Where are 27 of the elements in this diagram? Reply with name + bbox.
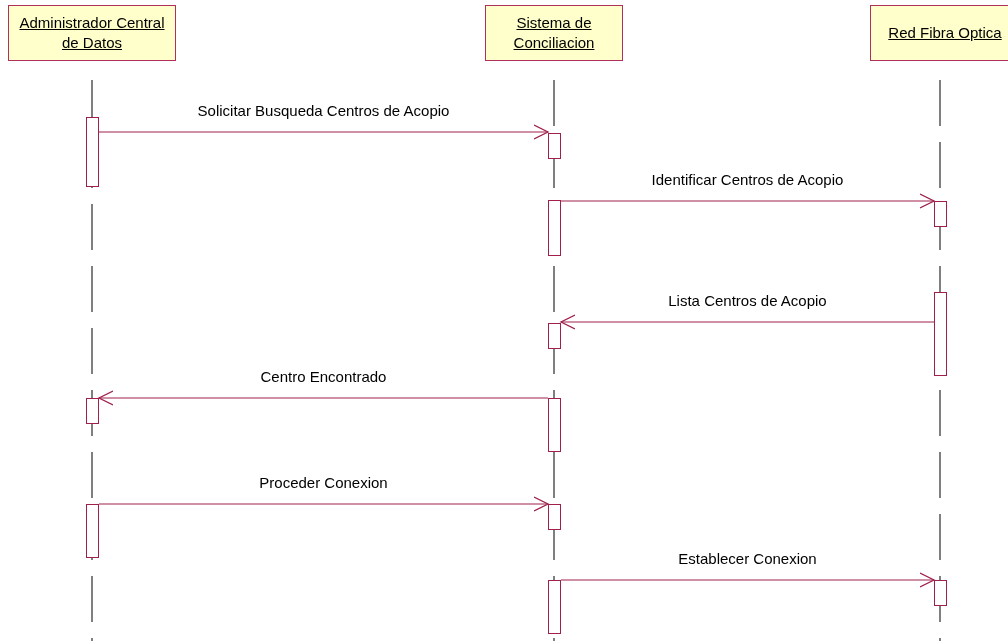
activation-bar [934, 201, 947, 227]
message-label: Identificar Centros de Acopio [651, 171, 844, 188]
message-label: Establecer Conexion [678, 550, 817, 567]
activation-bar [548, 323, 561, 349]
message-arrow [98, 124, 549, 140]
activation-bar [86, 398, 99, 424]
activation-bar [548, 504, 561, 530]
message-arrow [98, 390, 549, 406]
lifeline-header: Administrador Central de Datos [8, 5, 176, 61]
message-label: Proceder Conexion [259, 474, 388, 491]
activation-bar [86, 117, 99, 187]
message-arrow [560, 572, 935, 588]
message-arrow [98, 496, 549, 512]
message-label: Lista Centros de Acopio [668, 292, 827, 309]
activation-bar [548, 133, 561, 159]
message-arrow [560, 314, 935, 330]
lifeline-header: Red Fibra Optica [870, 5, 1008, 61]
activation-bar [86, 504, 99, 558]
message-label: Centro Encontrado [260, 368, 387, 385]
lifeline-header: Sistema de Conciliacion [485, 5, 623, 61]
activation-bar [934, 292, 947, 376]
activation-bar [934, 580, 947, 606]
message-arrow [560, 193, 935, 209]
activation-bar [548, 398, 561, 452]
activation-bar [548, 580, 561, 634]
message-label: Solicitar Busqueda Centros de Acopio [197, 102, 450, 119]
activation-bar [548, 200, 561, 256]
